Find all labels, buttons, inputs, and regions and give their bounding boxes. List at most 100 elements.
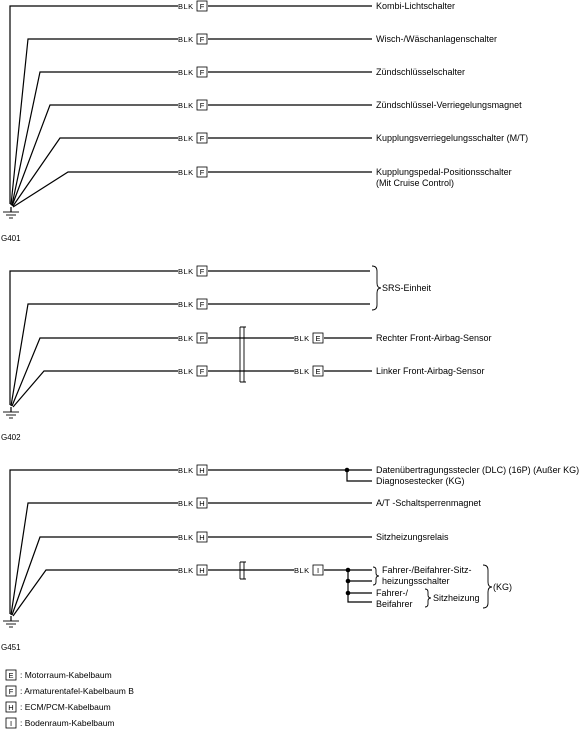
harness-box (196, 464, 208, 476)
harness-box (196, 99, 208, 111)
wire-color: BLK (178, 466, 194, 475)
harness-box (196, 531, 208, 543)
harness-code: F (200, 101, 205, 110)
harness-code: H (199, 533, 204, 542)
component-label: Wisch-/Wäschanlagenschalter (376, 34, 497, 44)
wire-g402-3 (11, 337, 372, 407)
seat-heater-label: Beifahrer (376, 599, 413, 609)
wire-color: BLK (178, 134, 194, 143)
harness-code: F (200, 300, 205, 309)
ground-symbol (3, 616, 19, 628)
wire-color: BLK (178, 367, 194, 376)
harness-box (196, 332, 208, 344)
wire-color: BLK (294, 566, 310, 575)
legend-code: E (8, 671, 13, 680)
harness-box (196, 33, 208, 45)
harness-code: E (315, 334, 320, 343)
wire-g401-1 (9, 5, 372, 204)
harness-box (196, 365, 208, 377)
inline-connector (239, 561, 246, 580)
wire-g451-3 (11, 536, 372, 616)
harness-box (312, 365, 324, 377)
srs-brace (371, 265, 382, 311)
harness-box (196, 0, 208, 12)
component-label: Zündschlüssel-Verriegelungsmagnet (376, 100, 522, 110)
wire-g401-6 (12, 171, 372, 208)
wire-g451-4 (12, 569, 348, 617)
component-label-note: (Mit Cruise Control) (376, 178, 454, 188)
seat-switch-label: heizungsschalter (382, 576, 450, 586)
component-label: Kupplungsverriegelungsschalter (M/T) (376, 133, 528, 143)
ground-group-g401: BLK F BLK F BLK F BLK F BLK F BLK F Komb… (1, 0, 528, 243)
ground-group-g451: BLK H BLK H BLK H BLK H BLK I Datenübert… (1, 464, 579, 652)
component-label: Zündschlüsselschalter (376, 67, 465, 77)
seat-heater-label: Fahrer-/ (376, 588, 409, 598)
legend-box (5, 685, 17, 697)
wire-g402-2 (10, 303, 370, 407)
wire-g451-2 (10, 502, 372, 616)
legend-box (5, 701, 17, 713)
harness-box (196, 497, 208, 509)
wire-g451-1 (9, 469, 372, 614)
component-label: Linker Front-Airbag-Sensor (376, 366, 485, 376)
harness-box (196, 166, 208, 178)
ground-label: G402 (1, 433, 21, 442)
harness-code: F (200, 334, 205, 343)
kg-label: (KG) (493, 582, 512, 592)
component-label: Kombi-Lichtschalter (376, 1, 455, 11)
wire-color: BLK (178, 2, 194, 11)
wire-g401-4 (11, 104, 372, 207)
seat-heater-brace (424, 588, 432, 608)
component-label: Datenübertragungsstecler (DLC) (16P) (Au… (376, 465, 579, 475)
wire-g401-3 (11, 71, 372, 206)
wire-color: BLK (178, 35, 194, 44)
seat-switch-brace (372, 566, 380, 586)
kg-brace (482, 564, 493, 609)
legend-text: : ECM/PCM-Kabelbaum (20, 702, 111, 712)
inline-connector (239, 326, 246, 383)
harness-code: F (200, 267, 205, 276)
component-label: Kupplungspedal-Positionsschalter (376, 167, 512, 177)
legend-code: F (9, 687, 14, 696)
ground-label: G451 (1, 643, 21, 652)
harness-box (196, 132, 208, 144)
wire-color: BLK (178, 168, 194, 177)
harness-code: E (315, 367, 320, 376)
seat-switch-label: Fahrer-/Beifahrer-Sitz- (382, 565, 472, 575)
harness-box (196, 298, 208, 310)
harness-box (312, 564, 324, 576)
legend: E : Motorraum-Kabelbaum F : Armaturentaf… (5, 669, 134, 729)
wire-g401-5 (12, 137, 372, 207)
legend-box (5, 669, 17, 681)
harness-box (196, 265, 208, 277)
harness-code: H (199, 466, 204, 475)
legend-text: : Armaturentafel-Kabelbaum B (20, 686, 134, 696)
legend-code: I (10, 719, 12, 728)
harness-code: H (199, 499, 204, 508)
splice-dot (345, 578, 351, 584)
wire-g401-2 (10, 38, 372, 206)
splice-dot (345, 567, 351, 573)
wire-color: BLK (178, 300, 194, 309)
splice-dot (345, 590, 351, 596)
harness-code: F (200, 2, 205, 11)
wire-color: BLK (294, 367, 310, 376)
harness-code: H (199, 566, 204, 575)
harness-code: F (200, 35, 205, 44)
seat-branch (347, 569, 372, 603)
legend-box (5, 717, 17, 729)
dlc-branch (346, 470, 372, 482)
ground-symbol (3, 207, 19, 219)
harness-code: F (200, 134, 205, 143)
wire-g402-4 (12, 370, 372, 408)
ground-group-g402: BLK F BLK F BLK F BLK E BLK F BLK E SRS-… (1, 265, 492, 442)
harness-box (196, 564, 208, 576)
wire-color: BLK (178, 533, 194, 542)
legend-text: : Bodenraum-Kabelbaum (20, 718, 115, 728)
wire-g402-1 (9, 270, 370, 405)
wire-color: BLK (294, 334, 310, 343)
wire-color: BLK (178, 566, 194, 575)
component-label: Rechter Front-Airbag-Sensor (376, 333, 492, 343)
legend-code: H (8, 703, 13, 712)
